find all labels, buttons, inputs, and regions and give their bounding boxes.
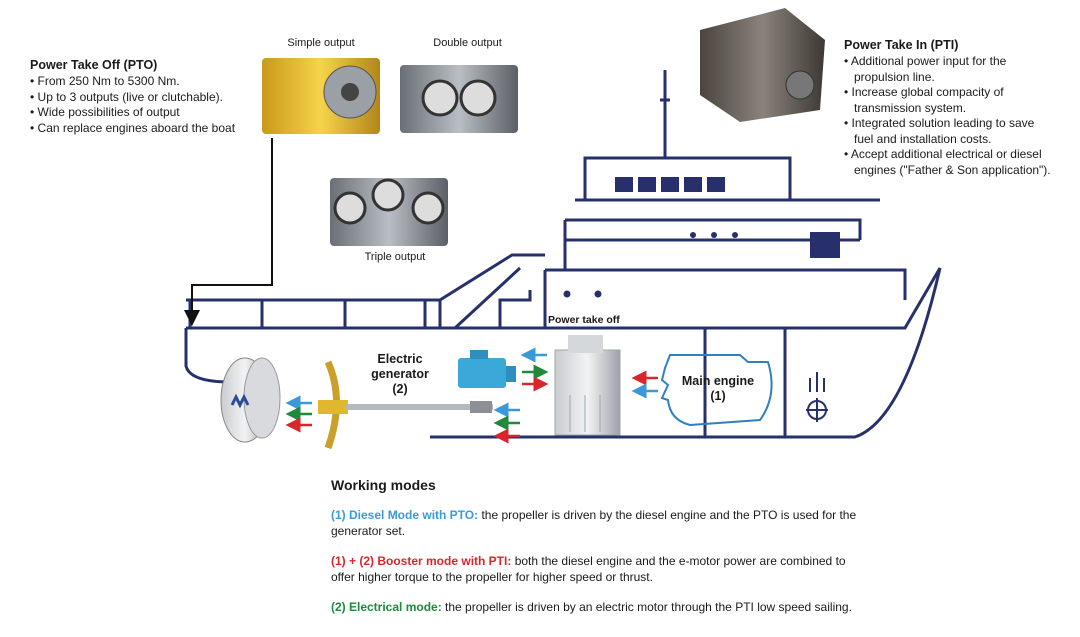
booster-mode: (1) + (2) Booster mode with PTI: both th… [331,553,871,585]
diesel-mode: (1) Diesel Mode with PTO: the propeller … [331,507,871,539]
pto-pointer-arrow [184,138,273,326]
main-engine-label: Main engine (1) [672,374,764,404]
triple-output-image [330,178,448,246]
booster-mode-text: both the diesel engine and the e-motor p… [331,554,846,584]
ship-outline [184,70,942,439]
pto-item: Can replace engines aboard the boat [30,121,235,137]
triple-output-caption: Triple output [364,251,426,263]
pti-gearbox-image [700,8,825,122]
diesel-mode-key: (1) Diesel Mode with PTO: [331,508,479,522]
diesel-mode-text: the propeller is driven by the diesel en… [331,508,857,538]
working-modes-title: Working modes [331,477,436,493]
pti-item: Accept additional electrical or diesel e… [844,147,1054,178]
simple-output-image [262,58,380,134]
flow-arrows [285,347,658,444]
pto-item: Up to 3 outputs (live or clutchable). [30,90,235,106]
pti-item: Integrated solution leading to save fuel… [844,116,1054,147]
label-line: (2) [392,382,408,396]
pto-title: Power Take Off (PTO) [30,58,158,72]
rudder-symbol [806,372,828,422]
pto-info: Power Take Off (PTO) From 250 Nm to 5300… [30,58,235,136]
main-engine-outline [660,354,773,427]
gearbox-image [554,335,621,436]
propeller-shaft-image [318,360,493,450]
electrical-mode-text: the propeller is driven by an electric m… [441,600,852,614]
ship-windows [563,177,840,298]
double-output-image [400,65,518,133]
electrical-mode: (2) Electrical mode: the propeller is dr… [331,599,891,615]
pti-item: Increase global compacity of transmissio… [844,85,1054,116]
propeller-nozzle-image [220,357,281,443]
working-modes: Working modes (1) Diesel Mode with PTO: … [331,477,891,629]
label-line: Main engine [681,374,755,388]
electric-generator-label: Electric generator (2) [360,352,440,397]
electric-generator-image [458,350,516,388]
label-line: (1) [710,389,726,403]
label-line: generator [371,367,429,381]
pti-title: Power Take In (PTI) [844,38,959,52]
booster-mode-key: (1) + (2) Booster mode with PTI: [331,554,512,568]
power-take-off-label: Power take off [548,314,620,326]
pti-item: Additional power input for the propulsio… [844,54,1054,85]
label-line: Electric [377,352,423,366]
pto-item: Wide possibilities of output [30,105,235,121]
pti-info: Power Take In (PTI) Additional power inp… [844,38,1054,178]
pto-item: From 250 Nm to 5300 Nm. [30,74,235,90]
double-output-caption: Double output [433,37,502,49]
simple-output-caption: Simple output [287,37,355,49]
electrical-mode-key: (2) Electrical mode: [331,600,442,614]
